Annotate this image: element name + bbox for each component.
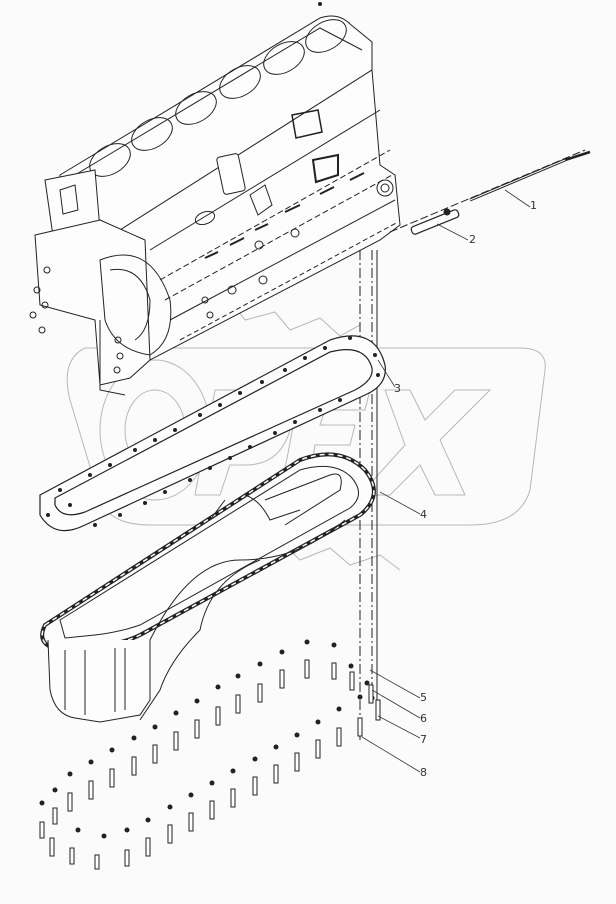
dipstick-assembly	[389, 149, 591, 235]
callout-7-bolt: 7	[420, 733, 427, 746]
bolt-array	[39, 639, 381, 870]
callout-6-bolt: 6	[420, 712, 427, 725]
assembly-centerlines	[359, 250, 378, 740]
callout-4-oil-pan: 4	[420, 508, 427, 521]
leader-lines	[361, 189, 531, 773]
callout-8-bolt: 8	[420, 766, 427, 779]
dipstick-guide-tube	[410, 209, 460, 235]
oil-pan	[40, 452, 376, 723]
block-side-bolts	[204, 172, 365, 259]
cylinder-bores	[89, 19, 347, 177]
washers	[39, 639, 375, 839]
callout-5-washer: 5	[420, 691, 427, 704]
callout-1-dipstick: 1	[530, 199, 537, 212]
oil-pan-gasket	[39, 335, 386, 532]
bolts	[39, 659, 381, 870]
callout-3-gasket: 3	[394, 382, 401, 395]
engine-block	[29, 2, 401, 396]
callout-2-guide-tube: 2	[469, 233, 476, 246]
